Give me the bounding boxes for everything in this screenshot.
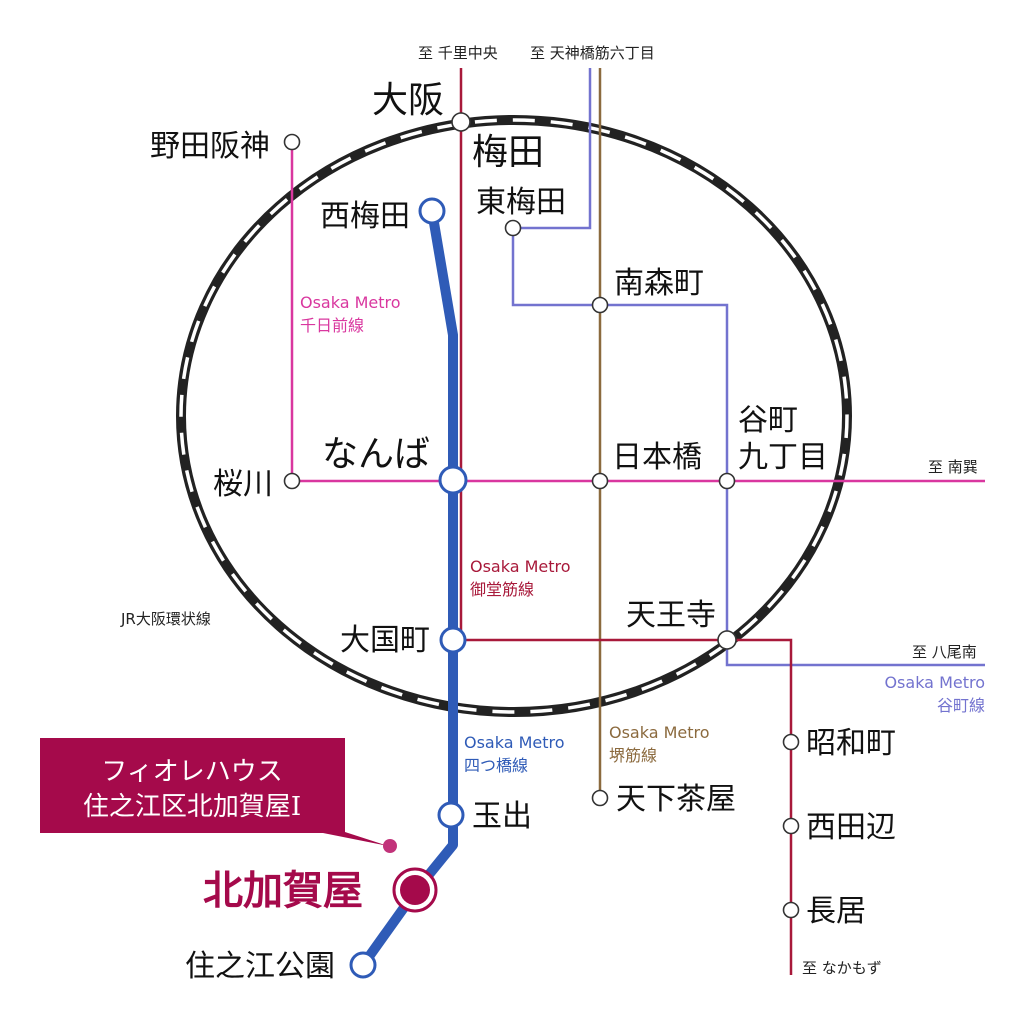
station-showacho[interactable]	[782, 733, 800, 751]
label-tennoji: 天王寺	[626, 598, 716, 633]
station-tennoji[interactable]	[717, 630, 737, 650]
sakaisuji-label-1: Osaka Metro	[609, 723, 710, 742]
station-tamade[interactable]	[437, 801, 465, 829]
direction-tenjinbashi: 至 天神橋筋六丁目	[530, 44, 655, 62]
label-tamade: 玉出	[472, 799, 532, 834]
station-suminoe-koen[interactable]	[349, 951, 377, 979]
midosuji-label-2: 御堂筋線	[470, 580, 534, 599]
sakaisuji-label-2: 堺筋線	[609, 746, 657, 765]
label-tanimachi9-2: 九丁目	[738, 440, 828, 475]
station-osaka[interactable]	[451, 112, 471, 132]
label-minami-morimachi: 南森町	[614, 266, 704, 301]
label-nippombashi: 日本橋	[612, 440, 702, 475]
tanimachi-label-1: Osaka Metro	[884, 673, 985, 692]
label-nagai: 長居	[806, 894, 866, 929]
station-tanimachi9[interactable]	[718, 472, 736, 490]
yotsubashi-label-1: Osaka Metro	[464, 733, 565, 752]
tanimachi-line	[511, 68, 985, 667]
station-minami-morimachi[interactable]	[591, 296, 609, 314]
label-tanimachi9-1: 谷町	[738, 403, 798, 438]
jr-loop-label: JR大阪環状線	[120, 610, 211, 628]
station-nippombashi[interactable]	[591, 472, 609, 490]
label-umeda: 梅田	[472, 132, 544, 173]
direction-nakamozu: 至 なかもず	[802, 959, 882, 977]
yotsubashi-label-2: 四つ橋線	[464, 756, 528, 775]
station-nishitanabe[interactable]	[782, 817, 800, 835]
direction-minami-tatsumi: 至 南巽	[928, 458, 978, 476]
label-suminoe-koen: 住之江公園	[185, 949, 335, 984]
direction-yao-minami: 至 八尾南	[912, 643, 977, 661]
property-name-line1: フィオレハウス	[101, 757, 282, 787]
tanimachi-label-2: 谷町線	[937, 696, 985, 715]
property-location-dot	[383, 839, 397, 853]
label-nishi-umeda: 西梅田	[320, 199, 410, 234]
sennichimae-label-2: 千日前線	[300, 316, 364, 335]
midosuji-label-1: Osaka Metro	[470, 557, 571, 576]
station-namba[interactable]	[438, 465, 468, 495]
jr-loop-line	[176, 115, 852, 717]
label-tengachaya: 天下茶屋	[616, 782, 736, 817]
label-showacho: 昭和町	[806, 726, 896, 761]
station-tengachaya[interactable]	[591, 789, 609, 807]
label-sakuragawa: 桜川	[213, 467, 273, 502]
station-higashi-umeda[interactable]	[504, 219, 522, 237]
midosuji-line	[459, 68, 793, 975]
label-noda-hanshin: 野田阪神	[150, 129, 270, 164]
label-osaka: 大阪	[372, 80, 444, 121]
label-nishitanabe: 西田辺	[806, 810, 896, 845]
yotsubashi-line	[358, 210, 458, 968]
sennichimae-label-1: Osaka Metro	[300, 293, 401, 312]
station-sakuragawa[interactable]	[283, 472, 301, 490]
direction-senri-chuo: 至 千里中央	[418, 44, 498, 62]
label-kitakagaya: 北加賀屋	[203, 867, 363, 914]
station-nishi-umeda[interactable]	[418, 197, 446, 225]
label-namba: なんば	[322, 434, 430, 475]
property-name-line2: 住之江区北加賀屋Ⅰ	[83, 792, 301, 822]
property-callout: フィオレハウス 住之江区北加賀屋Ⅰ	[40, 738, 397, 853]
label-daikokucho: 大国町	[340, 623, 430, 658]
label-higashi-umeda: 東梅田	[476, 185, 566, 220]
station-nagai[interactable]	[782, 901, 800, 919]
station-noda-hanshin[interactable]	[283, 133, 301, 151]
station-kitakagaya[interactable]	[392, 867, 438, 913]
station-daikokucho[interactable]	[439, 626, 467, 654]
